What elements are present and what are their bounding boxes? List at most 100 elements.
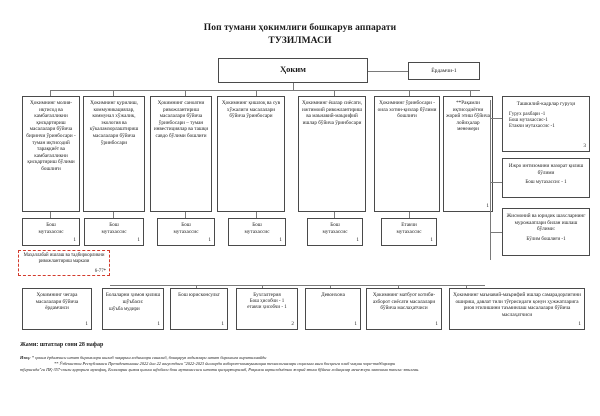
- node-leading-specialist-1-line2: мутахассис: [396, 228, 422, 235]
- connector-spec-5: [334, 212, 335, 218]
- footnote-2-text: ** Ўзбекистон Республикаси Президентинин…: [54, 361, 396, 367]
- footnote-1: Изоҳ: * ҳоким ёрдамчиси штат бирликлари …: [20, 355, 585, 361]
- node-digital-economy-project-manager-label: **Рақамли иқтисодиётни жорий этиш бўйича…: [446, 100, 490, 133]
- node-deputy-youth-policy[interactable]: Ҳокимнинг ёшлар сиёсати, ижтимоий ривожл…: [298, 96, 366, 212]
- node-citizens-appeals-department-line1: Бўлим бошлиғи -1: [526, 236, 566, 242]
- connector-hokim-assistant: [368, 71, 408, 72]
- footnotes: Изоҳ: * ҳоким ёрдамчиси штат бирликлари …: [20, 355, 585, 373]
- node-organizational-personnel-group-title: Ташкилий-кадрлар гуруҳи: [516, 101, 576, 107]
- node-deputy-finance-economy-label: Ҳокимнинг молия-иқтисод ва камбағалликни…: [26, 100, 76, 172]
- connector-drop-4: [256, 90, 257, 96]
- node-border-affairs-assistant-count: 1: [85, 321, 88, 328]
- node-chief-specialist-1-count: 1: [73, 237, 76, 244]
- node-child-protection-section-sub: шўъба мудири: [109, 307, 140, 313]
- node-hokim[interactable]: Ҳоким: [218, 58, 368, 83]
- node-accounting-department-label: Бухгалтерия: [253, 292, 281, 298]
- node-assistant[interactable]: Ёрдамчи-1: [408, 62, 480, 80]
- connector-drop-2: [113, 90, 114, 96]
- node-chief-specialist-2-line2: мутахассис: [101, 228, 127, 235]
- node-execution-discipline-control-department[interactable]: Ижро интизомини назорат қилиш бўлими Бош…: [502, 158, 590, 198]
- node-assistant-label: Ёрдамчи-1: [431, 67, 457, 74]
- node-leading-specialist-1-count: 1: [430, 237, 433, 244]
- node-chief-specialist-3-line1: Бош: [181, 222, 191, 228]
- node-child-protection-section-label: Болаларни ҳимоя қилиш шўъбаси:: [105, 292, 161, 305]
- node-leading-specialist-1[interactable]: Етакчи мутахассис 1: [381, 218, 437, 246]
- node-deputy-finance-economy[interactable]: Ҳокимнинг молия-иқтисод ва камбағалликни…: [22, 96, 80, 212]
- node-citizens-appeals-department[interactable]: Жисмоний ва юридик шахсларнинг мурожаатл…: [502, 208, 590, 256]
- node-digital-economy-project-manager[interactable]: **Рақамли иқтисодиётни жорий этиш бўйича…: [443, 96, 493, 212]
- footnote-3-text: тўғрисида"ги ПҚ-357-сонли қарорига мувоф…: [20, 367, 420, 373]
- node-deputy-industry-development[interactable]: Ҳокимнинг саноатни ривожлантириш масалал…: [150, 96, 212, 212]
- total-staff-count: Жами: штатлар сони 28 нафар: [20, 342, 104, 348]
- node-spirituality-enlightenment-adviser-count: 1: [578, 321, 581, 328]
- node-organizational-personnel-group-line1: Гурух рахбари -1: [509, 111, 546, 117]
- node-chief-specialist-5-line1: Бош: [330, 222, 340, 228]
- connector-deputy-bus: [50, 90, 480, 91]
- node-chancellery-count: 1: [354, 321, 357, 328]
- node-child-protection-section[interactable]: Болаларни ҳимоя қилиш шўъбаси: шўъба муд…: [102, 288, 164, 330]
- connector-hokim-down: [293, 83, 294, 90]
- node-chief-specialist-2-line1: Бош: [109, 222, 119, 228]
- node-border-affairs-assistant-label: Ҳокимнинг чегара масалалари бўйича ёрдам…: [35, 292, 79, 312]
- node-organizational-personnel-group-line2: Бош мутахассис-1: [509, 118, 548, 123]
- node-digital-economy-project-manager-count: 1: [486, 203, 489, 210]
- node-spirituality-enlightenment-adviser[interactable]: Ҳокимнинг маънавий-маърифий ишлар самара…: [449, 288, 585, 330]
- page-title-line1: Поп тумани ҳокимлиги бошкарув аппарати: [203, 23, 397, 33]
- node-press-secretary-adviser[interactable]: Ҳокимнинг матбуот котиби-ахборот сиёсати…: [366, 288, 442, 330]
- node-accounting-department[interactable]: Бухгалтерия Бош ҳисобчи - 1 етакчи ҳисоб…: [236, 288, 298, 330]
- connector-spec-3: [185, 212, 186, 218]
- node-execution-discipline-control-department-title: Ижро интизомини назорат қилиш бўлими: [508, 163, 584, 176]
- node-chief-legal-adviser-count: 1: [221, 321, 224, 328]
- node-chief-specialist-3-line2: мутахассис: [173, 228, 199, 235]
- connector-spec-2: [113, 212, 114, 218]
- node-accounting-department-sub1: Бош ҳисобчи - 1: [249, 298, 285, 304]
- connector-right-1: [490, 118, 502, 119]
- node-chancellery[interactable]: Девонхона 1: [305, 288, 361, 330]
- node-accounting-department-sub2: етакчи ҳисобчи - 1: [247, 305, 287, 310]
- node-hokim-label: Ҳоким: [280, 63, 306, 74]
- connector-drop-5: [334, 90, 335, 96]
- connector-drop-1: [50, 90, 51, 96]
- node-deputy-agriculture-water[interactable]: Ҳокимнинг қишлоқ ва сув хўжалиги масалал…: [217, 96, 285, 212]
- connector-right-2: [490, 182, 502, 183]
- node-chief-specialist-4-count: 1: [279, 237, 282, 244]
- connector-drop-3: [185, 90, 186, 96]
- connector-bottom-bus: [110, 285, 485, 286]
- node-chief-legal-adviser[interactable]: Бош юрисконсульт 1: [170, 288, 228, 330]
- node-chief-specialist-2[interactable]: Бош мутахассис 1: [84, 218, 144, 246]
- node-chief-specialist-4-line1: Бош: [252, 222, 262, 228]
- connector-right-3: [490, 232, 502, 233]
- node-organizational-personnel-group-line3: Етакчи мутахассис -1: [509, 124, 555, 130]
- node-chief-specialist-1-line1: Бош: [46, 222, 56, 228]
- node-spirituality-enlightenment-adviser-label: Ҳокимнинг маънавий-маърифий ишлар самара…: [453, 292, 581, 318]
- connector-spec-1: [50, 212, 51, 218]
- node-chancellery-label: Девонхона: [321, 292, 345, 298]
- connector-drop-7: [470, 90, 471, 96]
- connector-drop-6: [409, 90, 410, 96]
- node-chief-specialist-5[interactable]: Бош мутахассис 1: [307, 218, 363, 246]
- node-chief-specialist-1-line2: мутахассис: [38, 228, 64, 235]
- page-title-line2: ТУЗИЛМАСИ: [268, 36, 332, 46]
- node-citizens-appeals-department-title: Жисмоний ва юридик шахсларнинг мурожаатл…: [506, 213, 586, 233]
- node-press-secretary-adviser-label: Ҳокимнинг матбуот котиби-ахборот сиёсати…: [372, 292, 436, 312]
- node-chief-specialist-3[interactable]: Бош мутахассис 1: [157, 218, 215, 246]
- node-deputy-family-women[interactable]: Ҳокимнинг ўринбосари - оила хотин-қизлар…: [374, 96, 440, 212]
- node-leading-specialist-1-line1: Етакчи: [401, 222, 417, 228]
- node-chief-specialist-4-line2: мутахассис: [244, 228, 270, 235]
- node-chief-specialist-5-count: 1: [356, 237, 359, 244]
- node-border-affairs-assistant[interactable]: Ҳокимнинг чегара масалалари бўйича ёрдам…: [22, 288, 92, 330]
- node-deputy-construction-communications[interactable]: Ҳокимнинг қурилиш, коммуникациялар, комм…: [83, 96, 145, 212]
- node-deputy-agriculture-water-label: Ҳокимнинг қишлоқ ва сув хўжалиги масалал…: [221, 100, 281, 120]
- footnote-label: Изоҳ:: [20, 355, 31, 360]
- node-mahalla-entrepreneurship-center-count: 6-77*: [94, 269, 106, 274]
- node-deputy-construction-communications-label: Ҳокимнинг қурилиш, коммуникациялар, комм…: [89, 100, 139, 146]
- node-chief-legal-adviser-label: Бош юрисконсульт: [178, 292, 220, 298]
- node-deputy-industry-development-label: Ҳокимнинг саноатни ривожлантириш масалал…: [153, 100, 209, 139]
- node-child-protection-section-count: 1: [157, 321, 160, 328]
- node-chief-specialist-1[interactable]: Бош мутахассис 1: [22, 218, 80, 246]
- node-chief-specialist-4[interactable]: Бош мутахассис 1: [228, 218, 286, 246]
- node-mahalla-entrepreneurship-center[interactable]: Маҳаллабай ишлаш ва тадбиркорликни ривож…: [18, 250, 110, 276]
- node-organizational-personnel-group-count: 3: [583, 143, 586, 150]
- node-organizational-personnel-group[interactable]: Ташкилий-кадрлар гуруҳи Гурух рахбари -1…: [502, 96, 590, 152]
